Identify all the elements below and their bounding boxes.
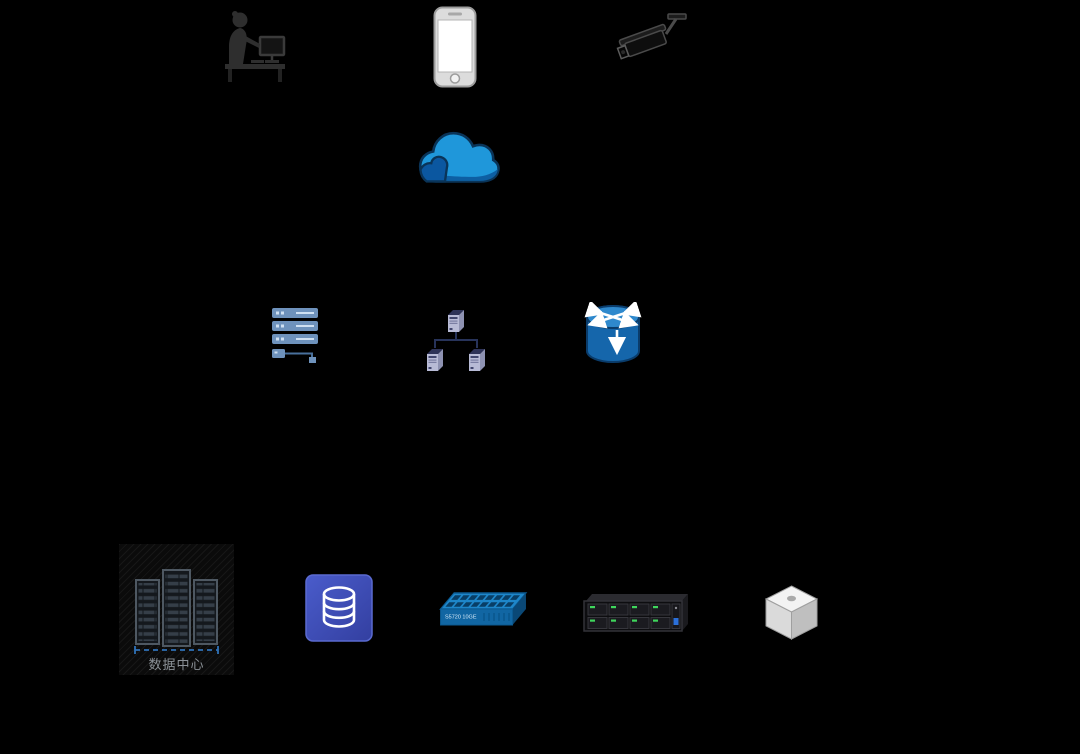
cctv-camera-icon [616, 13, 687, 60]
rack-server-icon [583, 594, 688, 632]
load-balancer-node [266, 305, 324, 363]
datacenter-node: 数据中心 [119, 544, 234, 675]
person-at-computer-icon [225, 11, 286, 82]
smartphone-icon [433, 6, 477, 88]
datacenter-label: 数据中心 [148, 657, 205, 672]
switch-icon: S5720 10GE [439, 592, 528, 626]
datacenter-photo-icon [134, 569, 219, 654]
database-node [305, 574, 373, 642]
server-stack-icon [272, 308, 318, 363]
cloud-node [416, 128, 500, 188]
router-node [584, 302, 642, 366]
server-cluster-node [421, 306, 491, 378]
storage-box-node [760, 581, 823, 644]
isometric-cube-icon [764, 585, 819, 640]
database-icon [305, 574, 373, 642]
surveillance-camera-node [610, 12, 692, 74]
switch-model-text: S5720 10GE [445, 615, 477, 621]
cloud-icon [418, 131, 500, 183]
rack-server-node [582, 591, 692, 637]
ethernet-switch-node: S5720 10GE [439, 587, 531, 633]
server-cluster-icon [427, 310, 485, 371]
router-icon [584, 302, 642, 364]
workstation-user-node [213, 3, 297, 87]
smartphone-node [433, 6, 477, 88]
